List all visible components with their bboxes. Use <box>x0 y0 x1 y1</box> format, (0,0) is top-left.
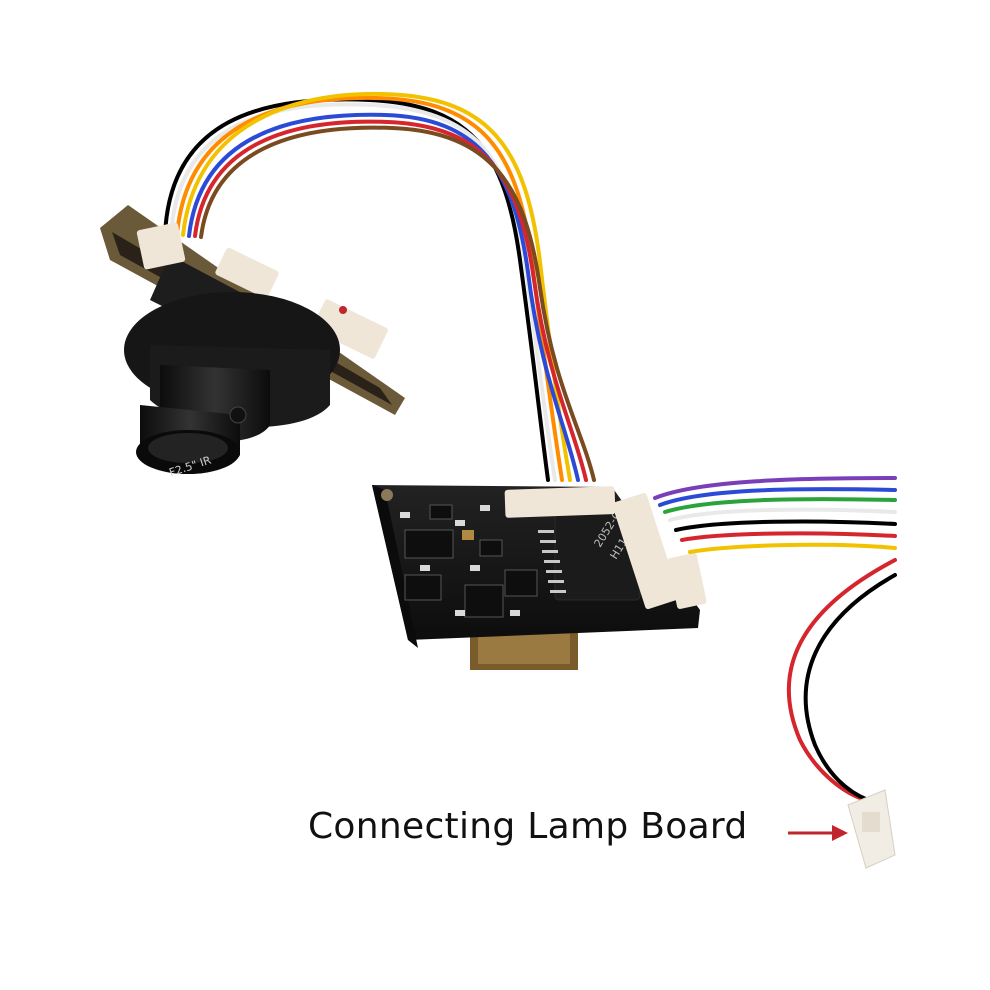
lamp-board-caption: Connecting Lamp Board <box>308 806 748 847</box>
wire-bundle-right <box>653 476 897 554</box>
wire-bundle-top <box>163 91 596 482</box>
lamp-board-connector <box>847 789 896 869</box>
camera-lens: F2.5" IR <box>124 292 340 479</box>
arrow-right-icon <box>788 825 848 841</box>
network-board: 2052-G H1102NL <box>372 485 707 670</box>
lamp-board-cable <box>786 558 897 802</box>
